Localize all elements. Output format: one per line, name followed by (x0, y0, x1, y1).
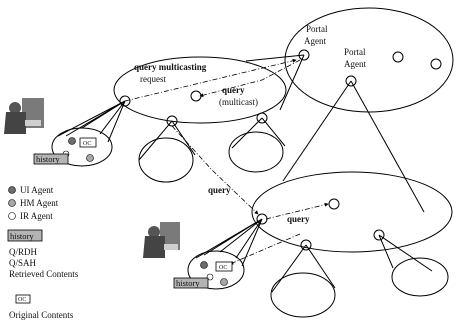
history-label-top: history (36, 154, 60, 164)
ir-agent-node-lr-bottom (300, 239, 312, 251)
history-label-bottom: history (176, 278, 200, 288)
ir-agent-node-tr-1 (392, 51, 404, 63)
cone-lr-left (271, 244, 336, 293)
legend-history-box (7, 229, 43, 242)
cone-um-left (138, 120, 196, 161)
cone-um-right (231, 117, 286, 149)
portal-ellipse-top-right (284, 7, 454, 113)
portal-agent-label-2: Portal (344, 47, 366, 57)
portal-agent-node-1 (298, 49, 310, 61)
legend-oc-box (15, 294, 31, 304)
link-portal-to-lower-right (350, 80, 425, 213)
query-multicast-arrow (199, 59, 301, 98)
query-left-label: query (208, 185, 231, 195)
hm-agent-node-bottom (220, 278, 228, 286)
legend-hm-agent-icon (8, 199, 16, 207)
multicast-label: (multicast) (219, 97, 258, 107)
cone-um-right-base (228, 131, 284, 173)
portal-agent-label-1: Portal (306, 24, 328, 34)
query-lower-label: query (287, 214, 310, 224)
legend-oc-label: OC (18, 297, 26, 303)
fan-lines-top (57, 100, 126, 143)
fan-lines-bottom (195, 218, 263, 267)
user-figure-top (4, 98, 44, 134)
upper-mid-ellipse (113, 56, 287, 124)
legend-retrieved-contents: Retrieved Contents (9, 269, 79, 279)
portal-agent-node-2 (345, 75, 357, 87)
cone-um-left-base (138, 137, 194, 183)
link-portal-to-lower-left (282, 80, 352, 182)
ir-agent-node-tr-2 (430, 58, 442, 70)
lower-right-ellipse (251, 171, 453, 253)
query-lower-arrow (265, 202, 329, 220)
portal-agent-label-2b: Agent (344, 59, 366, 69)
legend-original-contents: Original Contents (9, 310, 74, 320)
legend-history-label: history (10, 231, 34, 241)
request-label: request (140, 74, 166, 84)
user-ellipse-bottom (187, 250, 245, 290)
query-multicast-label: query (222, 85, 245, 95)
cone-lr-right-base (391, 257, 449, 297)
ir-agent-node-um-left (119, 95, 131, 107)
cone-lr-right (378, 234, 433, 272)
ir-agent-node-bottom-small (206, 273, 214, 281)
portal-agent-label-1b: Agent (304, 36, 326, 46)
query-long-arrow (171, 125, 259, 215)
cone-lr-left-base (270, 272, 336, 318)
legend-ui-agent-label: UI Agent (20, 185, 54, 195)
request-arrow (124, 58, 297, 102)
link-portal-to-um-top (245, 54, 305, 62)
legend-ir-agent-label: IR Agent (20, 211, 53, 221)
ir-agent-node-um-right (256, 112, 268, 124)
ir-agent-node-lr-mid (328, 198, 340, 210)
legend-ir-agent-icon (8, 212, 16, 220)
legend-q-rdh: Q/RDH (9, 247, 38, 257)
query-return-arrow (229, 233, 301, 265)
oc-label-bottom: OC (219, 265, 227, 271)
legend-q-sah: Q/SAH (9, 258, 37, 268)
history-box-bottom (173, 277, 209, 289)
legend-hm-agent-label: HM Agent (20, 198, 59, 208)
user-figure-bottom (143, 222, 180, 258)
legend-ui-agent-icon (8, 186, 16, 194)
history-box-top (33, 153, 69, 165)
oc-box-bottom (215, 261, 233, 272)
ui-agent-node-bottom (200, 261, 208, 269)
hm-agent-node-top (86, 154, 94, 162)
ui-agent-node-top (68, 137, 76, 145)
query-multicasting-label: query multicasting (134, 62, 207, 72)
ir-agent-node-um-mid (190, 90, 202, 102)
ir-agent-node-lr-right (373, 229, 385, 241)
link-portal-to-um-bottom (279, 54, 305, 111)
oc-label-top: OC (83, 141, 91, 147)
legend: UI Agent HM Agent IR Agent history Q/RDH… (7, 185, 79, 320)
oc-box-top (79, 137, 97, 148)
